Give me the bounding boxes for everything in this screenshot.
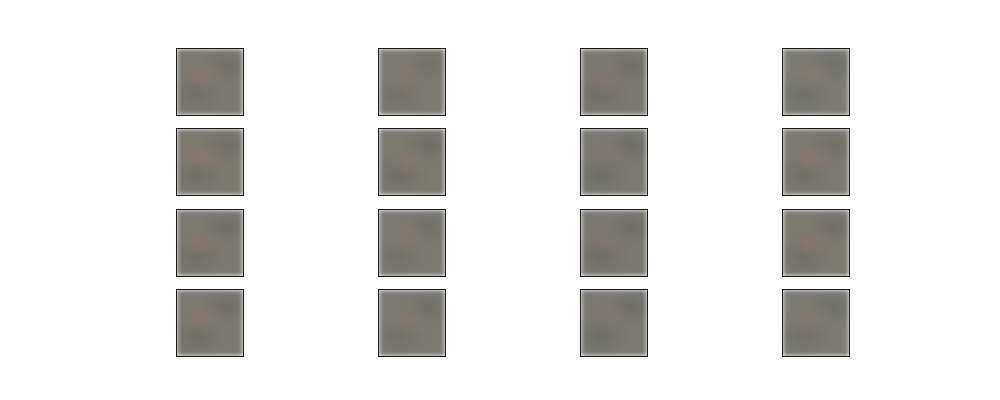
sample-image-content — [581, 49, 647, 115]
sample-image-content — [177, 290, 243, 356]
sample-image-tile — [378, 289, 446, 357]
sample-image-tile — [176, 209, 244, 277]
sample-image-tile — [782, 48, 850, 116]
sample-image-content — [783, 49, 849, 115]
sample-image-tile — [378, 209, 446, 277]
sample-image-tile — [782, 209, 850, 277]
sample-image-content — [581, 290, 647, 356]
sample-image-content — [177, 49, 243, 115]
sample-image-tile — [580, 48, 648, 116]
sample-image-content — [379, 49, 445, 115]
sample-image-tile — [782, 289, 850, 357]
sample-image-content — [783, 129, 849, 195]
sample-image-content — [177, 210, 243, 276]
sample-image-content — [783, 210, 849, 276]
sample-image-content — [783, 290, 849, 356]
sample-image-content — [581, 129, 647, 195]
sample-image-tile — [580, 289, 648, 357]
sample-image-content — [379, 290, 445, 356]
sample-image-tile — [176, 48, 244, 116]
sample-image-content — [379, 129, 445, 195]
sample-image-tile — [378, 128, 446, 196]
sample-image-content — [177, 129, 243, 195]
sample-image-tile — [580, 128, 648, 196]
sample-image-content — [379, 210, 445, 276]
sample-image-tile — [176, 128, 244, 196]
sample-image-tile — [176, 289, 244, 357]
sample-image-tile — [580, 209, 648, 277]
sample-image-content — [581, 210, 647, 276]
sample-image-tile — [782, 128, 850, 196]
sample-image-tile — [378, 48, 446, 116]
